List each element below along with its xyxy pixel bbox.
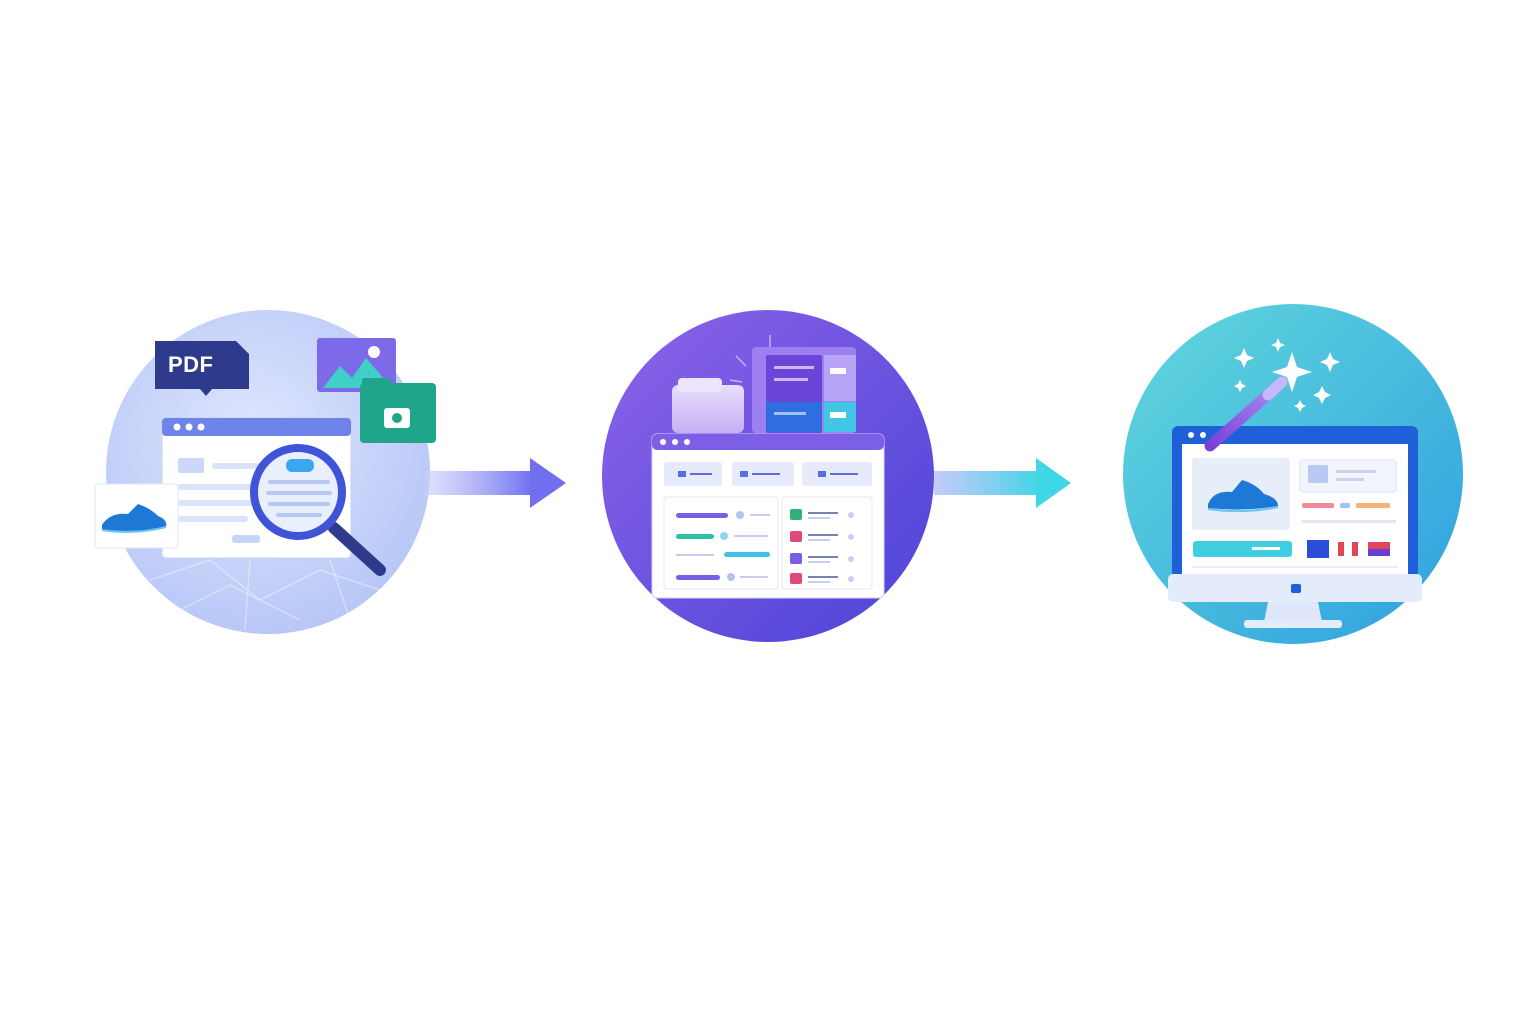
folder-icon — [672, 378, 744, 433]
dashboard-window — [651, 433, 885, 599]
pdf-label: PDF — [168, 352, 214, 377]
sparkle-icons — [1234, 338, 1340, 412]
map-lines — [149, 559, 381, 631]
step-publish — [1123, 304, 1463, 644]
arrow-step1-to-step2 — [425, 458, 566, 508]
folder-camera-icon — [360, 378, 436, 443]
arrow-step2-to-step3 — [934, 458, 1071, 508]
monitor-icon — [1168, 426, 1422, 628]
shoe-card — [94, 483, 179, 549]
magic-wand-icon — [1204, 376, 1288, 452]
magnifier-icon — [250, 444, 386, 576]
step-organize — [602, 310, 934, 642]
file-cabinet-icon — [752, 347, 856, 433]
sparkle-lines — [729, 335, 771, 383]
pdf-badge: PDF — [155, 341, 249, 396]
step-collect: PDF — [94, 310, 436, 634]
